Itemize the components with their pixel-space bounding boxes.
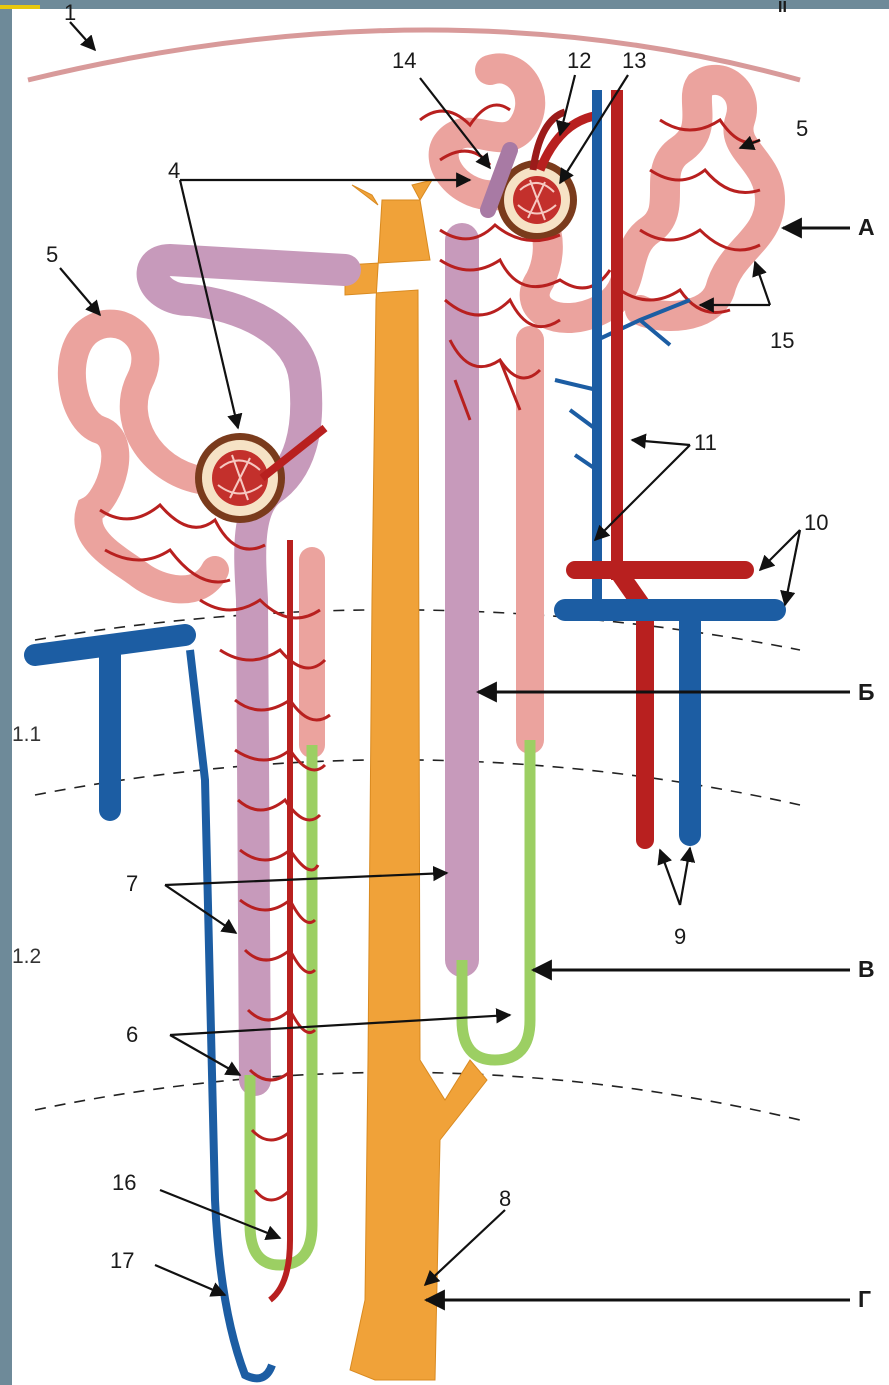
label-7: 7 [126,873,138,895]
label-6: 6 [126,1024,138,1046]
label-5-right: 5 [796,118,808,140]
label-14: 14 [392,50,416,72]
label-1: 1 [64,2,76,24]
label-zone-1-1: 1.1 [12,724,41,745]
label-8: 8 [499,1188,511,1210]
arcuate-vein-left [35,635,185,810]
label-10: 10 [804,512,828,534]
label-11: 11 [694,432,717,454]
label-V: В [858,958,875,981]
label-G: Г [858,1288,871,1311]
label-corner: II [778,0,787,16]
slide-frame-top [0,0,889,9]
label-13: 13 [622,50,646,72]
label-5-left: 5 [46,244,58,266]
label-B: Б [858,681,875,704]
slide-frame-left [0,0,12,1385]
proximal-convoluted-left [72,324,215,590]
label-zone-1-2: 1.2 [12,946,41,967]
label-17: 17 [110,1250,134,1272]
label-15: 15 [770,330,794,352]
label-A: А [858,216,875,239]
slide-accent-bar [0,5,40,9]
arcuate-vein [565,610,775,835]
label-12: 12 [567,50,591,72]
label-9: 9 [674,926,686,948]
label-16: 16 [112,1172,136,1194]
label-4: 4 [168,160,180,182]
glomerulus-left [195,433,285,523]
